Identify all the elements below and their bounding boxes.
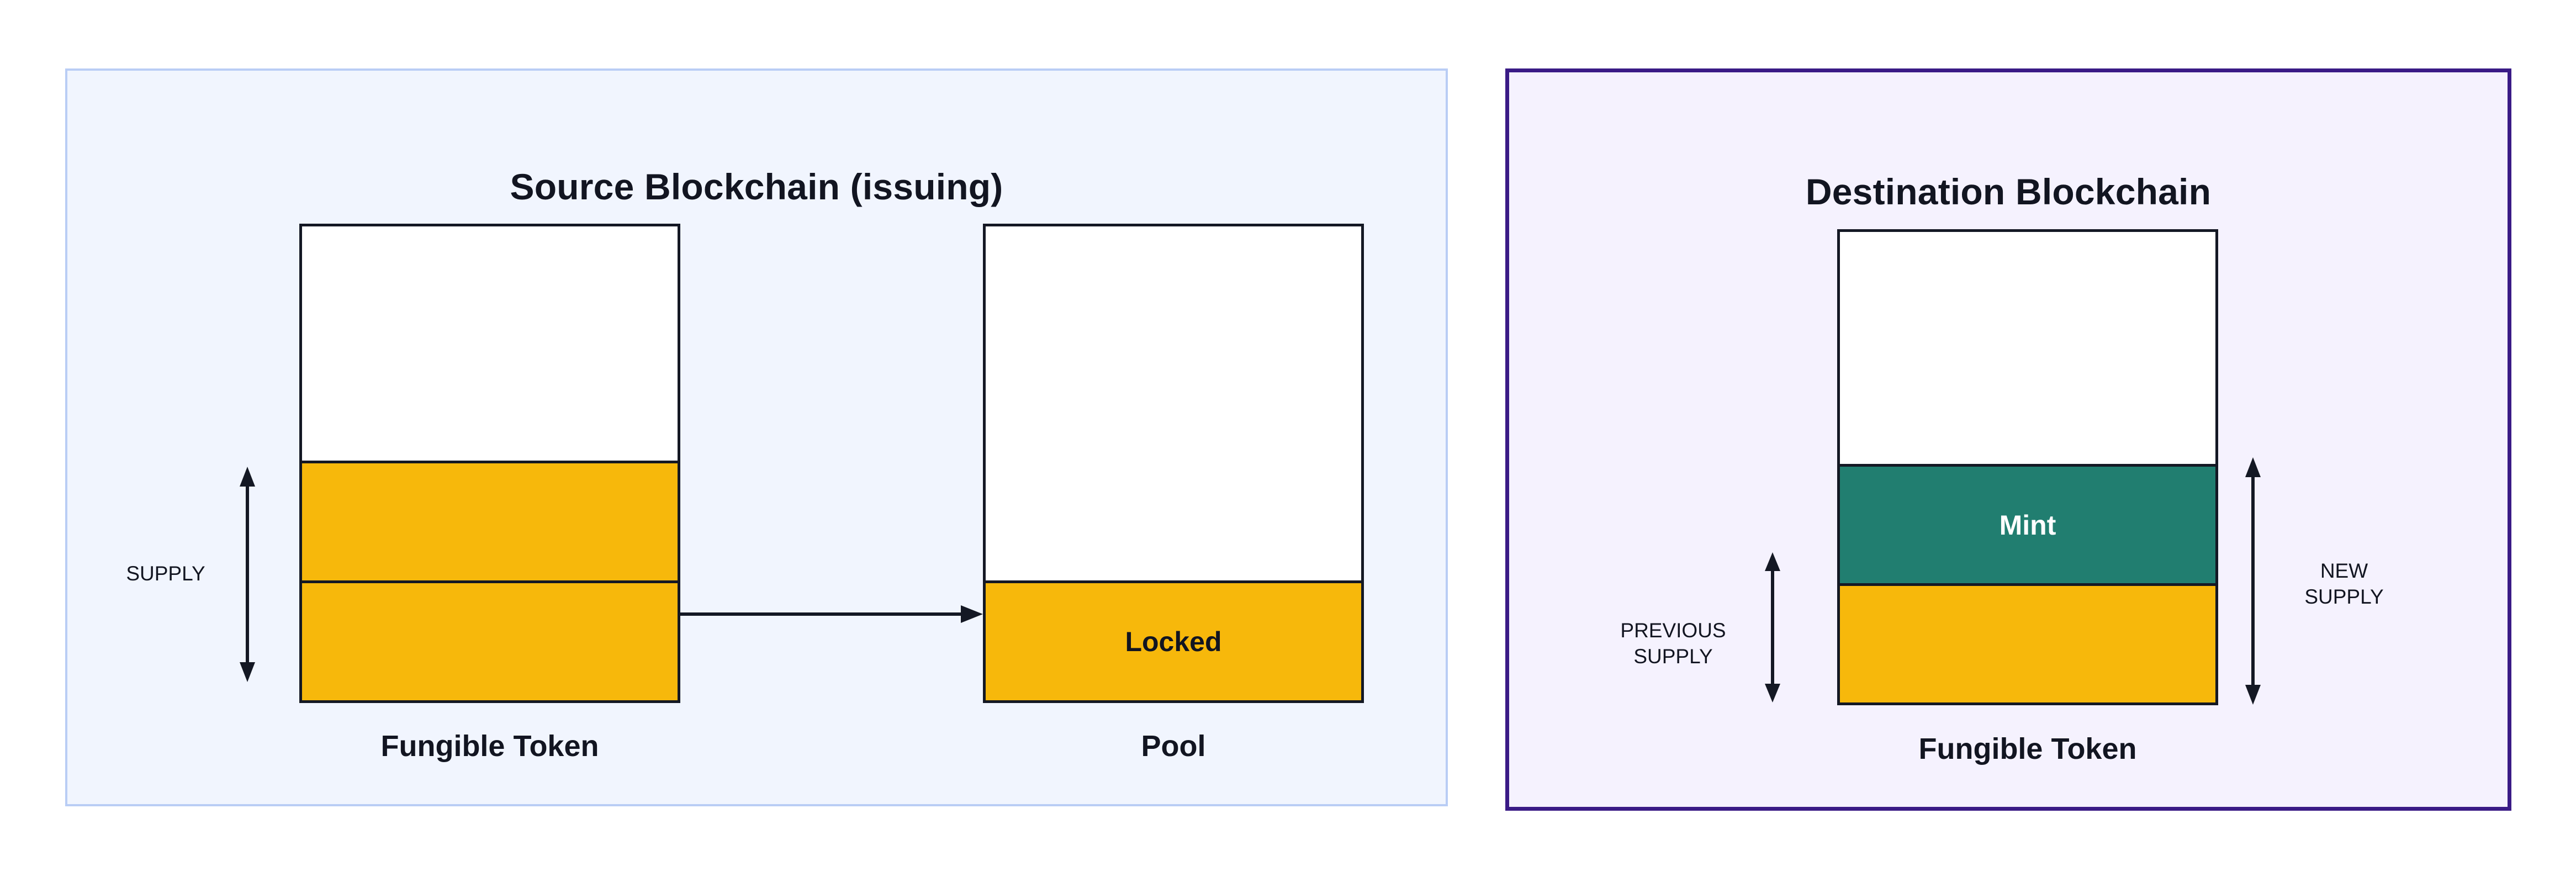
- source-pool-locked-segment: Locked: [986, 580, 1361, 700]
- destination-token-mint-label: Mint: [1999, 509, 2056, 541]
- destination-panel-title: Destination Blockchain: [1805, 171, 2212, 212]
- source-token-remaining-supply-segment: [302, 461, 678, 580]
- destination-token-mint-segment: Mint: [1840, 464, 2215, 583]
- source-pool-locked-label: Locked: [1125, 626, 1222, 657]
- source-token-empty-segment: [302, 226, 678, 461]
- destination-token-previous-supply-segment: [1840, 583, 2215, 702]
- supply-measure-label: SUPPLY: [126, 562, 205, 585]
- source-pool-caption: Pool: [1141, 730, 1206, 763]
- destination-token-empty-segment: [1840, 232, 2215, 464]
- source-fungible-token-column: [299, 224, 680, 703]
- source-fungible-token-caption: Fungible Token: [380, 730, 599, 763]
- source-token-transferred-supply-segment: [302, 580, 678, 700]
- new-supply-measure-arrow-icon: [2242, 457, 2264, 705]
- previous-supply-measure-arrow-icon: [1762, 552, 1784, 702]
- previous-supply-measure-label: PREVIOUS SUPPLY: [1620, 619, 1726, 668]
- source-pool-empty-segment: [986, 226, 1361, 580]
- new-supply-measure-label: NEW SUPPLY: [2304, 559, 2384, 609]
- destination-fungible-token-caption: Fungible Token: [1918, 732, 2137, 765]
- destination-fungible-token-column: Mint: [1837, 229, 2218, 705]
- source-pool-column: Locked: [983, 224, 1364, 703]
- source-panel-title: Source Blockchain (issuing): [510, 166, 1003, 207]
- supply-measure-arrow-icon: [236, 467, 258, 682]
- lock-transfer-arrow-icon: [680, 603, 983, 625]
